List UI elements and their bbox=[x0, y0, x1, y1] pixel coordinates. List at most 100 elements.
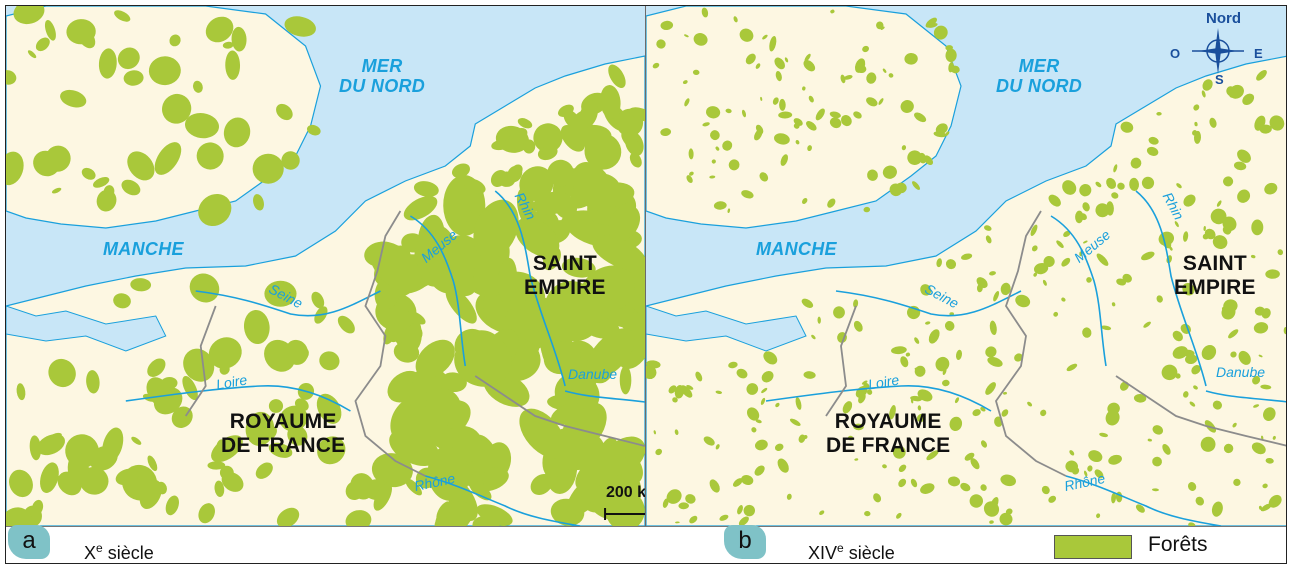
forest-patch bbox=[896, 512, 902, 519]
forest-patch bbox=[1082, 327, 1092, 338]
forest-patch bbox=[972, 409, 981, 417]
forest-patch bbox=[847, 435, 854, 441]
forest-patch bbox=[1130, 157, 1142, 169]
forest-patch bbox=[1083, 240, 1088, 244]
label-sea-north: MER DU NORD bbox=[339, 56, 425, 96]
forest-patch bbox=[1152, 425, 1164, 435]
forest-patch bbox=[803, 371, 816, 379]
forest-patch bbox=[517, 118, 533, 129]
forest-patch bbox=[1264, 182, 1278, 195]
forest-patch bbox=[281, 151, 300, 170]
caption-panel-a: Xe siècle bbox=[84, 541, 154, 563]
forest-patch bbox=[769, 35, 777, 52]
forest-patch bbox=[910, 395, 923, 402]
forest-patch bbox=[1120, 121, 1134, 133]
label-kingdom-france: ROYAUME DE FRANCE bbox=[826, 410, 950, 458]
forest-patch bbox=[619, 365, 632, 395]
forest-patch bbox=[703, 436, 715, 446]
forest-patch bbox=[695, 371, 703, 382]
forest-patch bbox=[1041, 485, 1050, 495]
forest-patch bbox=[829, 117, 842, 129]
forest-patch bbox=[542, 246, 561, 271]
forest-patch bbox=[888, 73, 894, 78]
forest-patch bbox=[660, 128, 672, 137]
forest-patch bbox=[231, 26, 247, 52]
forest-patch bbox=[1189, 401, 1196, 407]
forest-patch bbox=[739, 28, 754, 42]
forest-patch bbox=[710, 130, 720, 141]
forest-patch bbox=[833, 306, 845, 319]
forest-patch bbox=[900, 356, 909, 368]
forest-patch bbox=[44, 20, 56, 41]
forest-patch bbox=[984, 225, 992, 231]
label-manche: MANCHE bbox=[756, 239, 837, 259]
forest-patch bbox=[804, 53, 811, 62]
forest-patch bbox=[725, 108, 732, 114]
forest-patch bbox=[515, 217, 560, 257]
river-seine bbox=[835, 290, 1022, 317]
forest-patch bbox=[37, 434, 65, 456]
forest-patch bbox=[1251, 219, 1264, 236]
forest-patch bbox=[1100, 325, 1112, 331]
forest-patch bbox=[490, 170, 508, 187]
forest-patch bbox=[715, 390, 723, 394]
forest-patch bbox=[445, 287, 477, 324]
forest-patch bbox=[1005, 508, 1013, 515]
forest-patch bbox=[668, 385, 677, 394]
forest-patch bbox=[866, 97, 878, 107]
forest-patch bbox=[1027, 401, 1033, 407]
forest-patch bbox=[664, 498, 668, 506]
england-landmass bbox=[646, 6, 962, 229]
label-kingdom-line1: ROYAUME bbox=[834, 410, 942, 433]
forest-patch bbox=[1176, 183, 1182, 189]
forest-patch bbox=[1000, 474, 1016, 487]
forest-patch bbox=[1015, 294, 1031, 308]
forest-patch bbox=[530, 474, 553, 495]
forest-patch bbox=[1192, 130, 1198, 136]
forest-patch bbox=[733, 478, 743, 487]
forest-patch bbox=[1262, 483, 1268, 489]
caption-panel-b: XIVe siècle bbox=[808, 541, 895, 563]
forest-patch bbox=[608, 64, 626, 89]
forest-patch bbox=[1040, 409, 1047, 417]
forest-patch bbox=[1203, 226, 1206, 231]
forest-patch bbox=[1111, 192, 1119, 199]
forest-patch bbox=[862, 45, 870, 53]
forest-patch bbox=[702, 122, 710, 127]
forest-patch bbox=[706, 106, 721, 119]
forest-patch bbox=[592, 235, 645, 271]
forest-patch bbox=[93, 177, 110, 188]
forest-patch bbox=[1252, 375, 1261, 385]
forest-patch bbox=[1152, 456, 1162, 467]
forest-patch bbox=[754, 465, 765, 476]
forest-patch bbox=[98, 48, 117, 79]
forest-patch bbox=[780, 154, 789, 166]
forest-patch bbox=[1200, 436, 1216, 452]
forest-patch bbox=[1087, 465, 1093, 472]
rivers bbox=[765, 190, 1286, 526]
forest-patch bbox=[789, 418, 801, 426]
forest-patch bbox=[678, 502, 689, 510]
forest-patch bbox=[1182, 282, 1195, 296]
forest-patch bbox=[693, 33, 708, 46]
forest-patch bbox=[711, 159, 716, 164]
forest-patch bbox=[925, 17, 937, 28]
river-danube bbox=[1205, 390, 1286, 403]
compass-star-icon bbox=[1192, 28, 1244, 74]
forest-patch bbox=[1277, 249, 1284, 256]
forest-patch bbox=[1230, 351, 1237, 358]
forest-patch bbox=[854, 458, 859, 461]
forest-patch bbox=[454, 334, 512, 387]
forest-patch bbox=[728, 361, 738, 369]
forest-patch bbox=[853, 423, 864, 431]
forest-patch bbox=[692, 69, 700, 76]
forest-patch bbox=[936, 258, 942, 268]
forest-patch bbox=[779, 98, 786, 111]
forest-patch bbox=[920, 284, 932, 296]
forest-patch bbox=[655, 448, 663, 456]
forest-patch bbox=[1254, 115, 1266, 131]
compass-south-label: S bbox=[1215, 72, 1224, 87]
forest-patch bbox=[264, 280, 297, 307]
forest-patch bbox=[1133, 393, 1147, 403]
forest-patch bbox=[778, 111, 793, 119]
